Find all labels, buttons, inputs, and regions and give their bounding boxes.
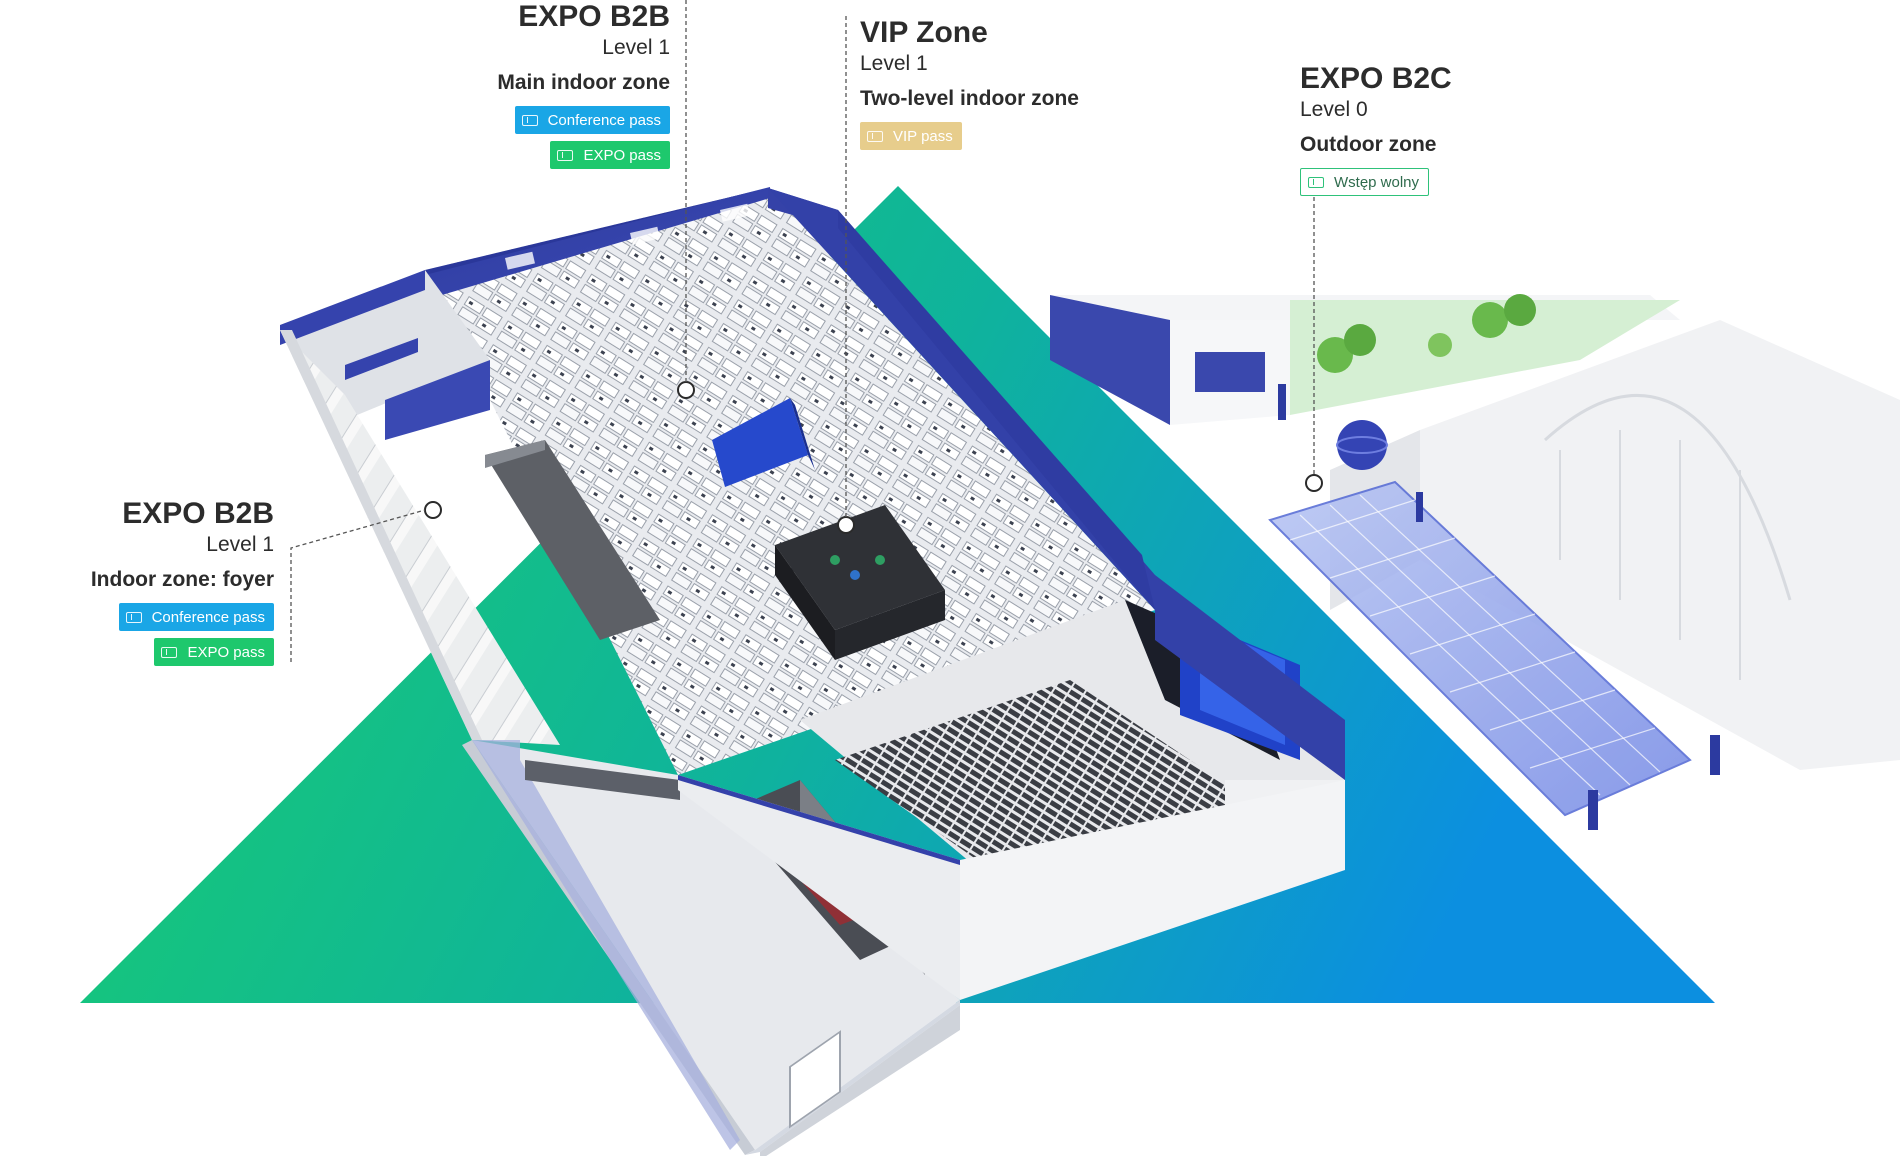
zone-description: Indoor zone: foyer <box>90 568 274 591</box>
zone-level: Level 1 <box>602 36 670 59</box>
leader-lines <box>290 0 1315 662</box>
zone-title: EXPO B2B <box>518 0 670 33</box>
zone-foyer-b2b: EXPO B2B Level 1 Indoor zone: foyer Conf… <box>91 497 274 666</box>
ticket-icon <box>125 611 142 623</box>
ticket-icon <box>161 646 178 658</box>
ticket-icon <box>521 114 538 126</box>
zone-title: VIP Zone <box>860 16 988 49</box>
b2c-area <box>1050 294 1900 830</box>
location-marker-icon[interactable] <box>837 516 855 534</box>
vip-structure <box>775 505 945 630</box>
ticket-icon <box>867 130 883 142</box>
zone-description: Outdoor zone <box>1300 133 1437 156</box>
b2c-tent-area <box>1268 480 1692 817</box>
zone-vip: VIP Zone Level 1 Two-level indoor zone V… <box>860 16 1079 150</box>
zone-title: EXPO B2B <box>122 497 274 530</box>
zone-description: Main indoor zone <box>497 71 670 94</box>
zone-title: EXPO B2C <box>1300 62 1452 95</box>
zone-main-b2b: EXPO B2B Level 1 Main indoor zone Confer… <box>497 0 670 169</box>
conference-pass-badge[interactable]: Conference pass <box>514 106 670 134</box>
zone-level: Level 1 <box>206 533 274 556</box>
vip-pass-badge[interactable]: VIP pass <box>860 122 962 150</box>
zone-description: Two-level indoor zone <box>860 87 1079 110</box>
free-entry-badge[interactable]: Wstęp wolny <box>1300 168 1430 196</box>
location-marker-icon[interactable] <box>424 501 442 519</box>
conference-pass-badge[interactable]: Conference pass <box>118 603 274 631</box>
zone-level: Level 1 <box>860 52 928 75</box>
expo-pass-badge[interactable]: EXPO pass <box>550 141 670 169</box>
expo-pass-badge[interactable]: EXPO pass <box>154 638 274 666</box>
zone-level: Level 0 <box>1300 98 1368 121</box>
location-marker-icon[interactable] <box>677 381 695 399</box>
ticket-icon <box>557 149 574 161</box>
main-building <box>280 187 1345 1156</box>
ticket-icon <box>1308 176 1324 188</box>
zone-b2c: EXPO B2C Level 0 Outdoor zone Wstęp woln… <box>1300 62 1452 196</box>
location-marker-icon[interactable] <box>1305 474 1323 492</box>
